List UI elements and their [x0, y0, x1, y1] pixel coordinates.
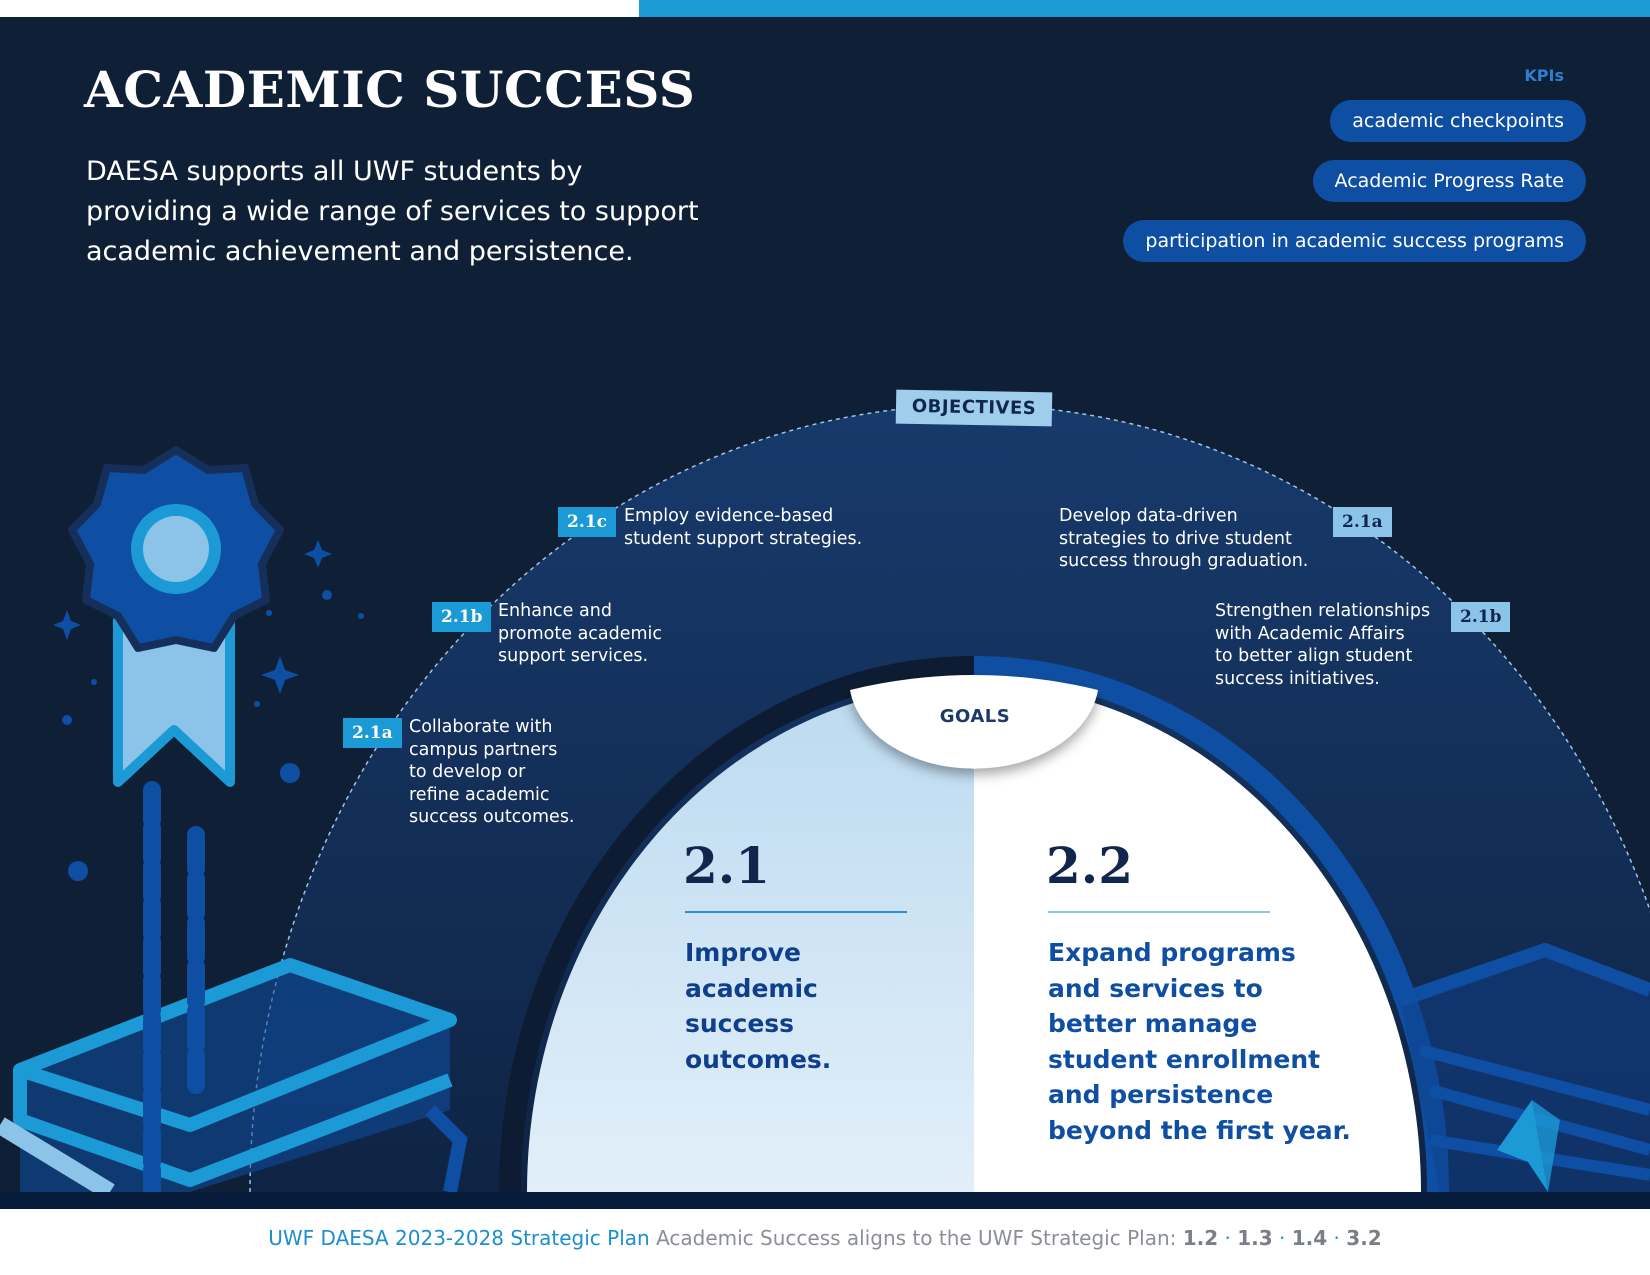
intro-line: DAESA supports all UWF students by [86, 156, 583, 187]
award-ribbon-icon [68, 446, 284, 787]
ribbon-streamers [143, 781, 205, 1192]
goal-divider [1048, 911, 1270, 913]
objective-line: campus partners [409, 739, 558, 760]
objective-line: Employ evidence-based [624, 506, 834, 526]
objectives-label: OBJECTIVES [895, 389, 1053, 427]
top-accent-bar-white [85, 0, 639, 17]
footer-bar [0, 1192, 1650, 1209]
goal-line: and persistence [1048, 1080, 1274, 1109]
intro-paragraph: DAESA supports all UWF students by provi… [86, 152, 786, 272]
footer-alignment-number: 1.2 [1182, 1226, 1219, 1250]
kpi-pill: academic checkpoints [1330, 100, 1586, 142]
goal-line: outcomes. [685, 1044, 832, 1074]
goal-line: better manage [1048, 1009, 1258, 1038]
footer-alignment-text: Academic Success aligns to the UWF Strat… [656, 1226, 1177, 1250]
footer: UWF DAESA 2023-2028 Strategic Plan Acade… [0, 1226, 1650, 1250]
objective-line: success initiatives. [1215, 668, 1380, 689]
uwf-argo-logo-icon [1497, 1100, 1560, 1192]
objective-tag: 2.1a [1333, 507, 1392, 537]
objective-line: with Academic Affairs [1215, 623, 1405, 644]
objective-line: Strengthen relationships [1215, 601, 1431, 621]
footer-alignment-number: 1.4 [1291, 1226, 1328, 1250]
goal-line: academic [685, 973, 818, 1003]
objective-text: Employ evidence-based student support st… [624, 505, 862, 550]
footer-alignment-number: 1.3 [1237, 1226, 1273, 1250]
objective-line: success through graduation. [1059, 551, 1309, 571]
objective-line: promote academic [498, 623, 663, 644]
objective-line: to develop or [409, 762, 526, 782]
objective-text: Develop data-driven strategies to drive … [1059, 505, 1308, 573]
footer-alignment-number: 3.2 [1346, 1226, 1382, 1250]
kpi-pill: Academic Progress Rate [1312, 160, 1586, 202]
intro-line: providing a wide range of services to su… [86, 196, 699, 227]
objective-line: to better align student [1215, 646, 1413, 666]
objective-tag: 2.1c [558, 507, 616, 537]
objective-line: success outcomes. [409, 807, 575, 827]
goal-number: 2.2 [1046, 836, 1133, 895]
goal-text: Expand programs and services to better m… [1048, 935, 1351, 1148]
objective-line: Enhance and [498, 601, 612, 621]
objective-line: refine academic [409, 784, 550, 805]
objective-line: Develop data-driven [1059, 506, 1238, 526]
objective-line: support services. [498, 646, 649, 666]
kpi-heading: KPIs [1524, 66, 1564, 85]
footer-plan-name: UWF DAESA 2023-2028 Strategic Plan [268, 1226, 650, 1250]
goal-line: Expand programs [1048, 938, 1296, 967]
goal-line: beyond the first year. [1048, 1115, 1351, 1145]
top-accent-bar-blue [639, 0, 1650, 17]
objective-tag: 2.1b [432, 602, 492, 632]
goal-number: 2.1 [683, 836, 770, 895]
objective-text: Enhance and promote academic support ser… [498, 600, 662, 668]
footer-separator-dot: · [1218, 1226, 1238, 1250]
objective-tag: 2.1b [1451, 602, 1511, 632]
objective-text: Strengthen relationships with Academic A… [1215, 600, 1430, 690]
goal-text: Improve academic success outcomes. [685, 935, 831, 1077]
goal-line: student enrollment [1048, 1044, 1321, 1074]
intro-line: academic achievement and persistence. [86, 236, 634, 267]
kpi-pill: participation in academic success progra… [1123, 220, 1586, 262]
objective-text: Collaborate with campus partners to deve… [409, 716, 575, 829]
footer-separator-dot: · [1327, 1226, 1347, 1250]
books-icon [0, 943, 1650, 1192]
objective-line: Collaborate with [409, 717, 553, 737]
goal-line: Improve [685, 938, 802, 967]
goal-line: success [685, 1009, 795, 1038]
goal-divider [685, 911, 907, 913]
goal-line: and services to [1048, 973, 1263, 1003]
footer-separator-dot: · [1272, 1226, 1292, 1250]
sparkle-icon [53, 540, 364, 881]
objective-tag: 2.1a [343, 718, 402, 748]
page-title: ACADEMIC SUCCESS [84, 60, 696, 119]
objective-line: strategies to drive student [1059, 528, 1292, 549]
goals-label: GOALS [939, 706, 1011, 727]
objective-line: student support strategies. [624, 528, 863, 549]
